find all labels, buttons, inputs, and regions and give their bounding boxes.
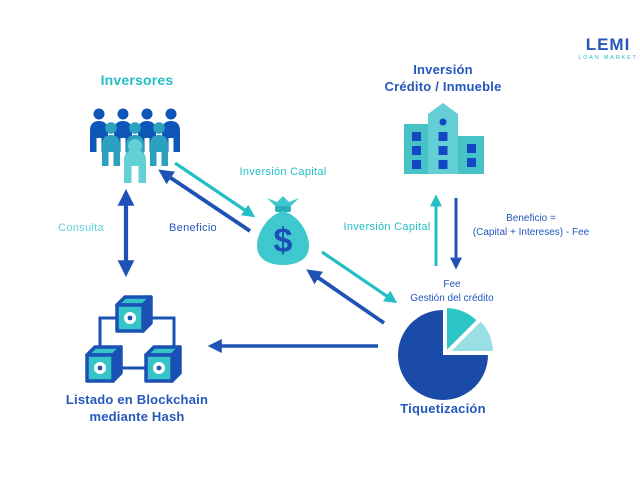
logo-wordmark: LEMI — [585, 35, 631, 54]
pie-main-slice — [398, 310, 488, 400]
inversion-title: Inversión Crédito / Inmueble — [384, 62, 501, 96]
tokenization-pie-icon — [398, 305, 496, 400]
building-icon — [404, 103, 484, 174]
money-bag-knot — [275, 206, 291, 212]
label-fee: Fee Gestión del crédito — [410, 278, 493, 305]
arrow-fund-to-tokenization — [321, 250, 398, 304]
money-bag-icon: $ — [257, 196, 309, 265]
building-right-tower — [458, 136, 484, 174]
building-roof — [428, 103, 458, 114]
label-beneficio-formula: Beneficio = (Capital + Intereses) - Fee — [473, 212, 589, 239]
investors-crowd-icon — [90, 108, 180, 183]
inversion-title-line1: Inversión — [413, 62, 473, 77]
label-inversion-capital-right: Inversión Capital — [343, 221, 431, 233]
beneficio-formula-line1: Beneficio = — [506, 213, 556, 224]
label-beneficio: Beneficio — [169, 222, 217, 234]
crowd-front-person — [124, 139, 146, 183]
blockchain-title-line1: Listado en Blockchain — [65, 392, 209, 407]
label-consulta: Consulta — [58, 222, 104, 234]
blockchain-title: Listado en Blockchain mediante Hash — [66, 392, 208, 426]
fee-line1: Fee — [443, 279, 461, 290]
arrow-tokenization-to-fund — [306, 269, 386, 325]
cube-bottom-right — [144, 345, 182, 383]
pie-teal-slice — [445, 305, 480, 355]
lemi-logo: LEMI LOAN MARKET — [578, 36, 638, 61]
fee-line2: Gestión del crédito — [410, 292, 494, 304]
building-windows — [412, 118, 476, 169]
dollar-sign: $ — [274, 222, 293, 260]
inversores-title: Inversores — [100, 72, 174, 88]
money-bag-body — [257, 211, 309, 265]
money-bag-ties — [267, 196, 299, 207]
blockchain-cubes-icon — [85, 295, 182, 383]
label-inversion-capital-left: Inversión Capital — [239, 166, 327, 178]
blockchain-title-line2: mediante Hash — [89, 408, 185, 424]
crowd-middle-row — [102, 122, 168, 166]
cube-bottom-left — [85, 345, 123, 383]
tiquetizacion-title: Tiquetización — [400, 401, 486, 416]
pie-light-slice — [446, 318, 496, 353]
cube-top — [115, 295, 153, 333]
logo-tagline: LOAN MARKET — [578, 55, 638, 61]
beneficio-formula-line2: (Capital + Intereses) - Fee — [472, 226, 590, 238]
inversion-title-line2: Crédito / Inmueble — [384, 78, 502, 94]
